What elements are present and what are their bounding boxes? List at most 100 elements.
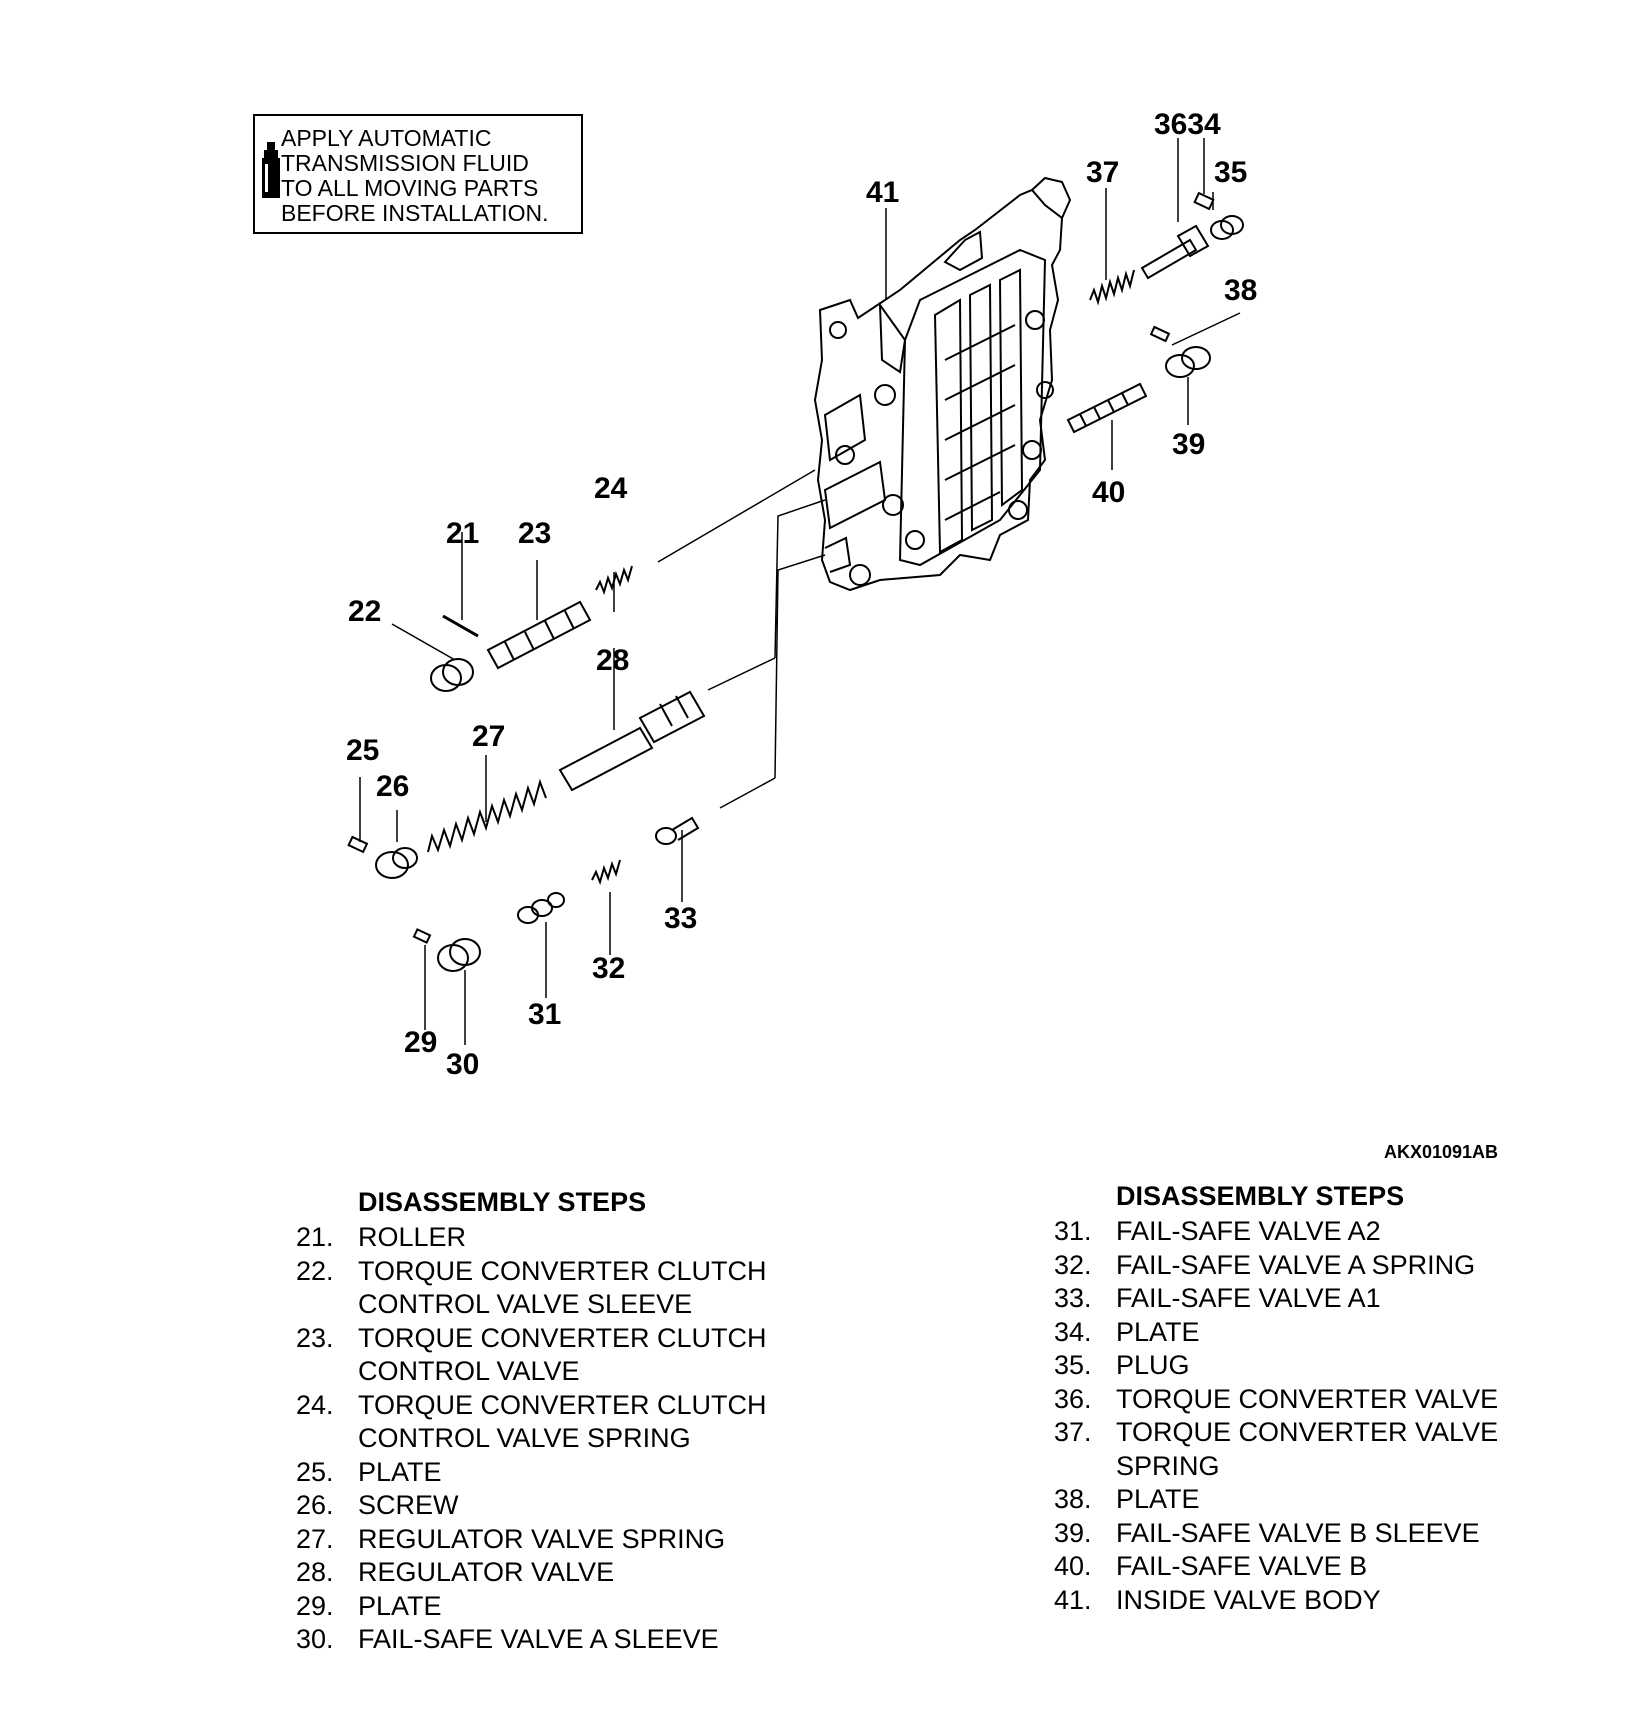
step-number: 25. (296, 1456, 334, 1487)
step-item: 28. REGULATOR VALVE (296, 1556, 798, 1590)
disassembly-steps-left: DISASSEMBLY STEPS 21.ROLLER 22. TORQUE CO… (296, 1186, 798, 1657)
screw (375, 847, 418, 879)
callout-25: 25 (346, 734, 379, 767)
step-item: 30. FAIL-SAFE VALVE A SLEEVE (296, 1623, 798, 1657)
callout-23: 23 (518, 517, 551, 550)
step-text: FAIL-SAFE VALVE A1 (1116, 1283, 1381, 1313)
callout-33: 33 (664, 902, 697, 935)
step-text: PLUG (1116, 1350, 1190, 1380)
step-number: 39. (1054, 1517, 1092, 1548)
callout-21: 21 (446, 517, 479, 550)
plate-38 (1149, 325, 1171, 343)
step-number: 29. (296, 1590, 334, 1621)
callout-24: 24 (594, 472, 628, 505)
note-line: TRANSMISSION FLUID (281, 150, 529, 176)
tcc-control-valve-spring (595, 565, 633, 596)
leader-lines (359, 138, 1241, 1045)
fail-safe-valve-a1 (655, 816, 700, 845)
tcc-control-valve-sleeve (430, 658, 474, 692)
step-item: 35. PLUG (1054, 1349, 1556, 1383)
step-number: 22. (296, 1255, 334, 1286)
callout-22: 22 (348, 595, 381, 628)
step-item: 31. FAIL-SAFE VALVE A2 (1054, 1215, 1556, 1249)
step-text: FAIL-SAFE VALVE B SLEEVE (1116, 1517, 1480, 1548)
step-item: 38.PLATE (1054, 1483, 1556, 1517)
step-item: 27. REGULATOR VALVE SPRING (296, 1523, 798, 1557)
step-number: 24. (296, 1389, 334, 1420)
callout-3634: 3634 (1154, 108, 1221, 141)
step-text: REGULATOR VALVE (358, 1557, 615, 1587)
step-item: 21.ROLLER (296, 1221, 798, 1255)
step-text: FAIL-SAFE VALVE A SPRING (1116, 1249, 1476, 1280)
step-number: 37. (1054, 1417, 1092, 1447)
step-item: 26. SCREW (296, 1489, 798, 1523)
callout-29: 29 (404, 1026, 437, 1059)
note-line: TO ALL MOVING PARTS (281, 175, 539, 201)
callout-26: 26 (376, 770, 409, 803)
step-number: 30. (296, 1624, 334, 1654)
step-item: 29.PLATE (296, 1590, 798, 1624)
step-text: PLATE (1116, 1484, 1200, 1514)
roller (442, 614, 479, 638)
note-line: APPLY AUTOMATIC (281, 125, 492, 151)
step-item: 41.INSIDE VALVE BODY (1054, 1584, 1556, 1618)
step-text: TORQUE CONVERTER CLUTCH CONTROL VALVE (358, 1322, 767, 1387)
fail-safe-valve-a2 (517, 892, 565, 924)
step-number: 31. (1054, 1216, 1092, 1246)
step-text: SCREW (358, 1490, 459, 1520)
step-item: 25.PLATE (296, 1456, 798, 1490)
fluid-note-text: APPLY AUTOMATIC TRANSMISSION FLUID TO AL… (281, 126, 549, 226)
step-text: TORQUE CONVERTER CLUTCH CONTROL VALVE SP… (358, 1389, 767, 1454)
step-number: 23. (296, 1322, 334, 1353)
step-item: 37. TORQUE CONVERTER VALVE SPRING (1054, 1416, 1556, 1483)
step-number: 35. (1054, 1350, 1092, 1380)
step-number: 27. (296, 1523, 334, 1554)
step-text: FAIL-SAFE VALVE A2 (1116, 1216, 1381, 1246)
disassembly-steps-right: DISASSEMBLY STEPS 31.FAIL-SAFE VALVE A2 … (1054, 1180, 1556, 1617)
step-item: 39. FAIL-SAFE VALVE B SLEEVE (1054, 1517, 1556, 1551)
steps-heading: DISASSEMBLY STEPS (1116, 1181, 1405, 1211)
step-item: 32. FAIL-SAFE VALVE A SPRING (1054, 1249, 1556, 1283)
fail-safe-valve-b-sleeve (1165, 346, 1211, 378)
callout-39: 39 (1172, 428, 1205, 461)
plate-25 (347, 835, 369, 854)
callout-32: 32 (592, 952, 625, 985)
callout-27: 27 (472, 720, 505, 753)
callout-38: 38 (1224, 274, 1257, 307)
fail-safe-valve-a-sleeve (437, 938, 481, 972)
step-text: FAIL-SAFE VALVE A SLEEVE (358, 1624, 719, 1654)
step-item: 34. PLATE (1054, 1316, 1556, 1350)
steps-heading: DISASSEMBLY STEPS (358, 1187, 647, 1217)
step-number: 34. (1054, 1316, 1092, 1347)
exploded-valve-body-diagram: 41 37 3634 35 38 39 40 24 21 23 22 28 27… (346, 108, 1257, 1081)
step-number: 36. (1054, 1383, 1092, 1414)
plate-29 (412, 928, 432, 944)
step-text: TORQUE CONVERTER VALVE SPRING (1116, 1417, 1499, 1481)
figure-code: AKX01091AB (1384, 1142, 1499, 1162)
step-text: REGULATOR VALVE SPRING (358, 1523, 726, 1554)
callout-37: 37 (1086, 156, 1119, 189)
step-number: 28. (296, 1557, 334, 1587)
fail-safe-valve-a-spring (591, 859, 621, 886)
inside-valve-body (813, 176, 1072, 592)
regulator-valve-spring (427, 778, 547, 853)
step-text: INSIDE VALVE BODY (1116, 1584, 1381, 1615)
step-text: FAIL-SAFE VALVE B (1116, 1551, 1368, 1581)
callout-28: 28 (596, 644, 629, 677)
torque-converter-valve-spring (1089, 269, 1135, 306)
step-item: 33.FAIL-SAFE VALVE A1 (1054, 1282, 1556, 1316)
callout-30: 30 (446, 1048, 479, 1081)
fluid-note-box: APPLY AUTOMATIC TRANSMISSION FLUID TO AL… (253, 114, 583, 234)
step-text: TORQUE CONVERTER CLUTCH CONTROL VALVE SL… (358, 1255, 767, 1320)
step-item: 22. TORQUE CONVERTER CLUTCH CONTROL VALVE… (296, 1255, 798, 1322)
step-number: 32. (1054, 1249, 1092, 1280)
step-number: 26. (296, 1490, 334, 1520)
tcc-control-valve (486, 600, 592, 670)
plug (1210, 215, 1244, 240)
step-text: PLATE (1116, 1316, 1200, 1347)
step-number: 40. (1054, 1551, 1092, 1581)
callout-labels: 41 37 3634 35 38 39 40 24 21 23 22 28 27… (346, 108, 1257, 1081)
step-text: ROLLER (358, 1222, 467, 1252)
callout-35: 35 (1214, 156, 1247, 189)
step-item: 24. TORQUE CONVERTER CLUTCH CONTROL VALVE… (296, 1389, 798, 1456)
